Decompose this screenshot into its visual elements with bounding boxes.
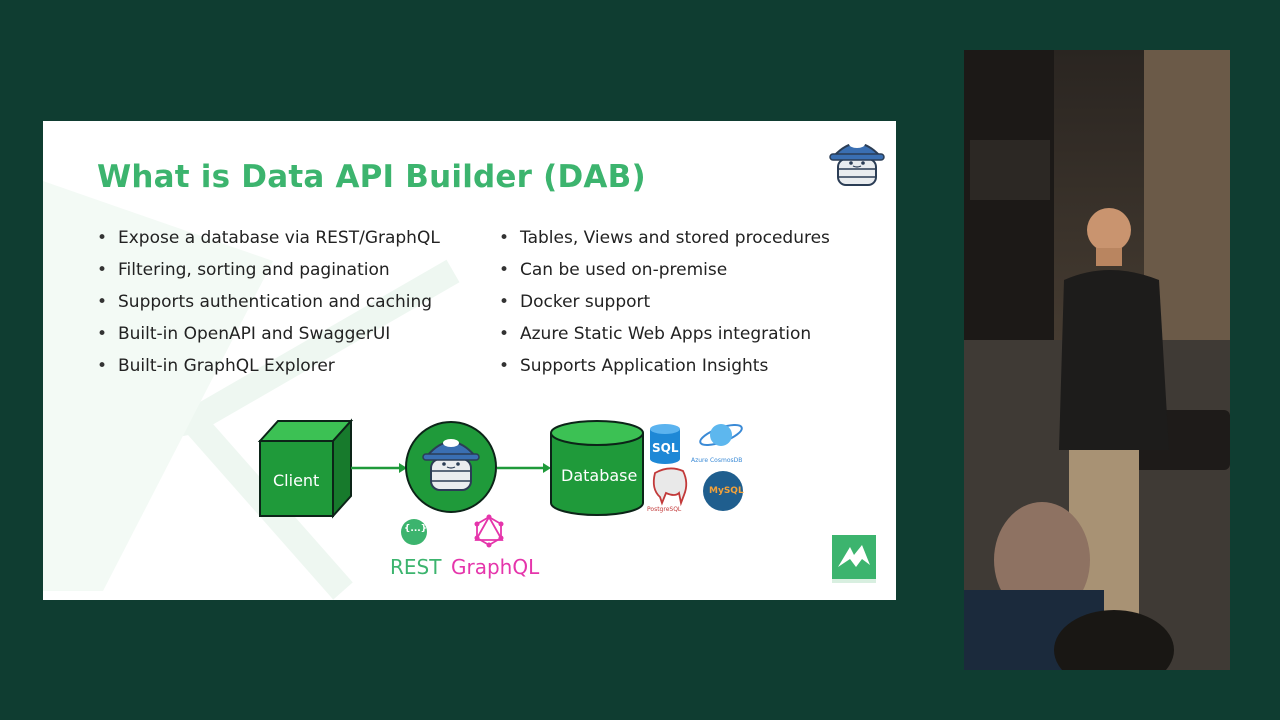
- speaker-video: [964, 50, 1230, 670]
- rest-icon-text: {...}: [404, 524, 428, 534]
- architecture-diagram: [257, 418, 743, 548]
- bullet-item: Tables, Views and stored procedures: [499, 227, 830, 259]
- postgresql-icon: [652, 467, 688, 507]
- sql-badge: SQL: [652, 441, 679, 455]
- database-cylinder: [550, 420, 644, 516]
- bullet-item: Filtering, sorting and pagination: [97, 259, 440, 291]
- bullet-item: Expose a database via REST/GraphQL: [97, 227, 440, 259]
- bullet-list-right: Tables, Views and stored procedures Can …: [499, 227, 830, 387]
- bullet-item: Docker support: [499, 291, 830, 323]
- cosmosdb-icon: [699, 424, 743, 446]
- client-cube: [257, 418, 354, 519]
- cosmosdb-label: Azure CosmosDB: [691, 457, 743, 464]
- bullet-item: Azure Static Web Apps integration: [499, 323, 830, 355]
- presentation-slide: What is Data API Builder (DAB) Expose a …: [43, 121, 896, 600]
- mysql-icon: [703, 471, 743, 511]
- slide-title: What is Data API Builder (DAB): [97, 159, 646, 195]
- postgresql-label: PostgreSQL: [647, 506, 682, 513]
- graphql-label: GraphQL: [451, 555, 540, 579]
- dab-mascot-icon: [829, 140, 885, 186]
- client-label: Client: [273, 471, 320, 490]
- bullet-item: Built-in OpenAPI and SwaggerUI: [97, 323, 440, 355]
- connector-arrow: [351, 463, 551, 473]
- brand-logo-icon: [832, 535, 876, 583]
- rest-icon: [401, 519, 427, 545]
- graphql-icon: [474, 515, 504, 547]
- rest-label: REST: [390, 555, 442, 579]
- database-label: Database: [561, 466, 638, 485]
- video-scene: [964, 50, 1230, 670]
- bullet-item: Built-in GraphQL Explorer: [97, 355, 440, 387]
- bullet-list-left: Expose a database via REST/GraphQL Filte…: [97, 227, 440, 387]
- bullet-item: Can be used on-premise: [499, 259, 830, 291]
- bullet-item: Supports Application Insights: [499, 355, 830, 387]
- sql-server-icon: [650, 424, 680, 464]
- bullet-item: Supports authentication and caching: [97, 291, 440, 323]
- mysql-label: MySQL: [709, 486, 744, 496]
- dab-mascot-icon: [405, 421, 497, 513]
